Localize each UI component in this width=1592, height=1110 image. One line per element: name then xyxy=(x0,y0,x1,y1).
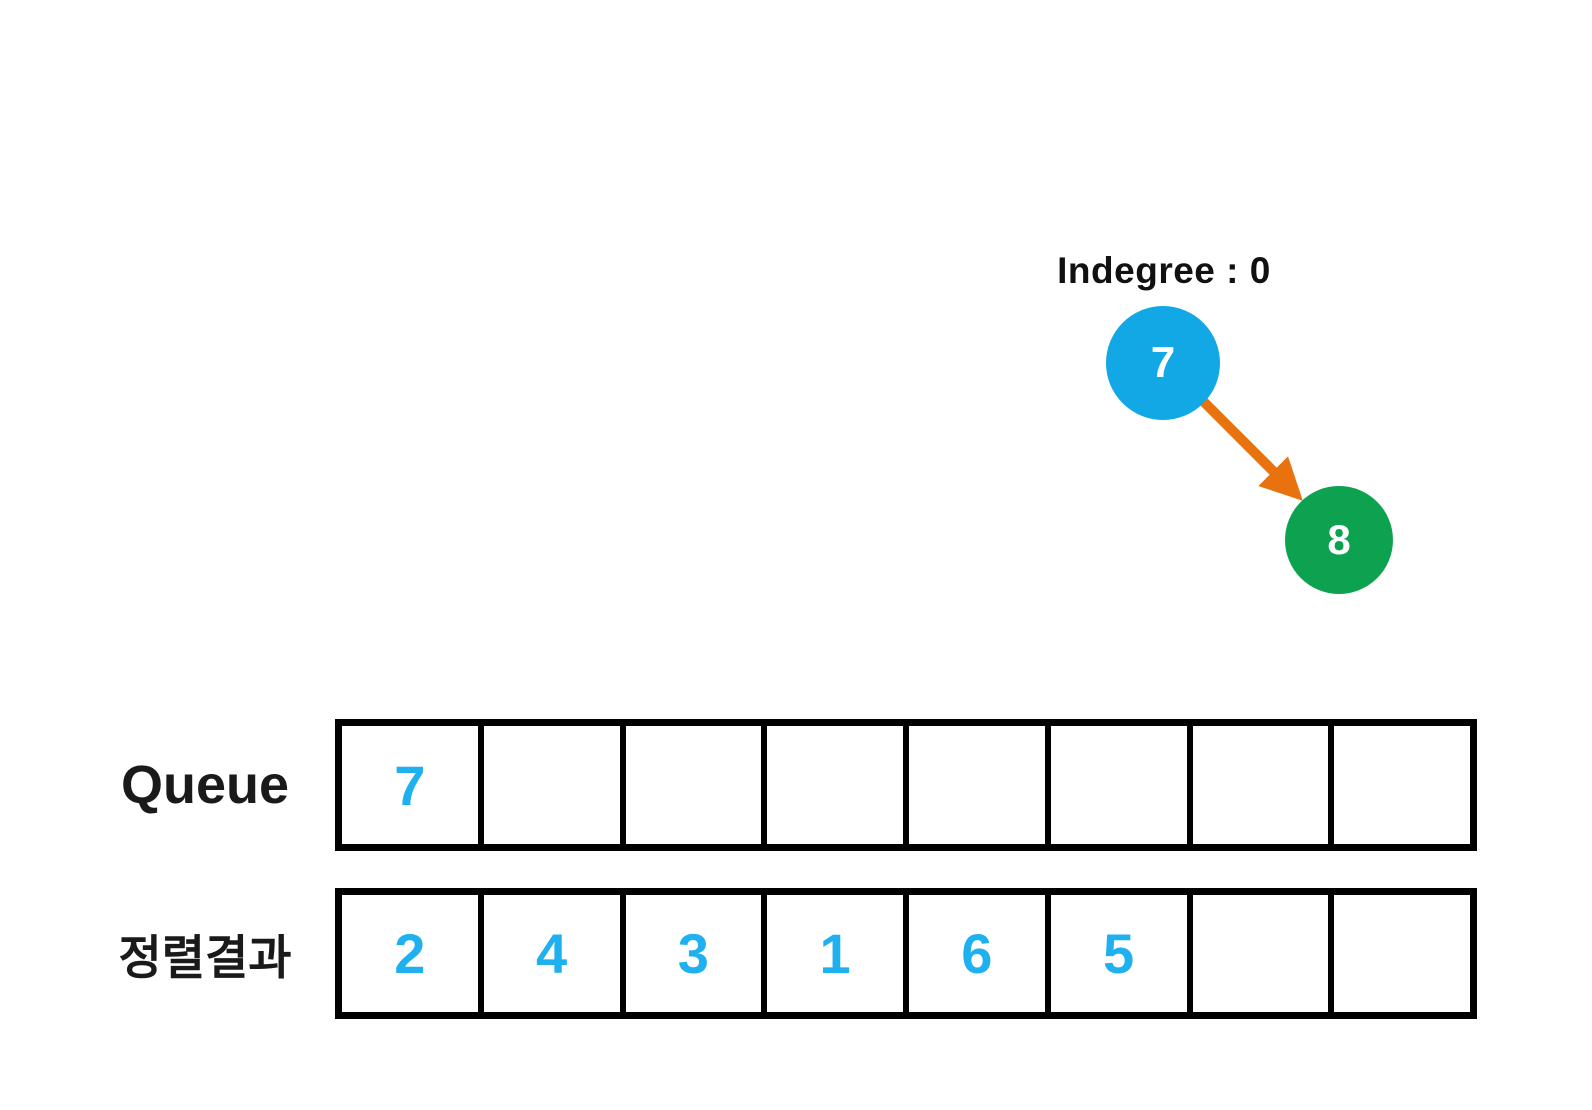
queue-cell-1 xyxy=(484,726,626,844)
queue-cell-5 xyxy=(1051,726,1193,844)
sort-result-label: 정렬결과 xyxy=(118,931,292,984)
result-cell-0: 2 xyxy=(342,895,484,1012)
queue-cell-7 xyxy=(1334,726,1470,844)
result-cell-4: 6 xyxy=(909,895,1051,1012)
queue-label: Queue xyxy=(120,755,290,815)
result-cell-7 xyxy=(1334,895,1470,1012)
indegree-label: Indegree : 0 xyxy=(1057,250,1271,291)
result-cell-1: 4 xyxy=(484,895,626,1012)
graph-node-7-label: 7 xyxy=(1150,338,1176,387)
queue-cell-2 xyxy=(626,726,768,844)
sort-result-array: 2 4 3 1 6 5 xyxy=(335,888,1477,1019)
result-cell-3: 1 xyxy=(767,895,909,1012)
queue-cell-6 xyxy=(1193,726,1335,844)
result-cell-6 xyxy=(1193,895,1335,1012)
queue-cell-4 xyxy=(909,726,1051,844)
queue-cell-0: 7 xyxy=(342,726,484,844)
queue-cell-3 xyxy=(767,726,909,844)
result-cell-5: 5 xyxy=(1051,895,1193,1012)
queue-array: 7 xyxy=(335,719,1477,851)
graph-node-7: 7 xyxy=(1106,306,1220,420)
graph-node-8-label: 8 xyxy=(1327,516,1351,563)
graph-node-8: 8 xyxy=(1285,486,1393,594)
result-cell-2: 3 xyxy=(626,895,768,1012)
